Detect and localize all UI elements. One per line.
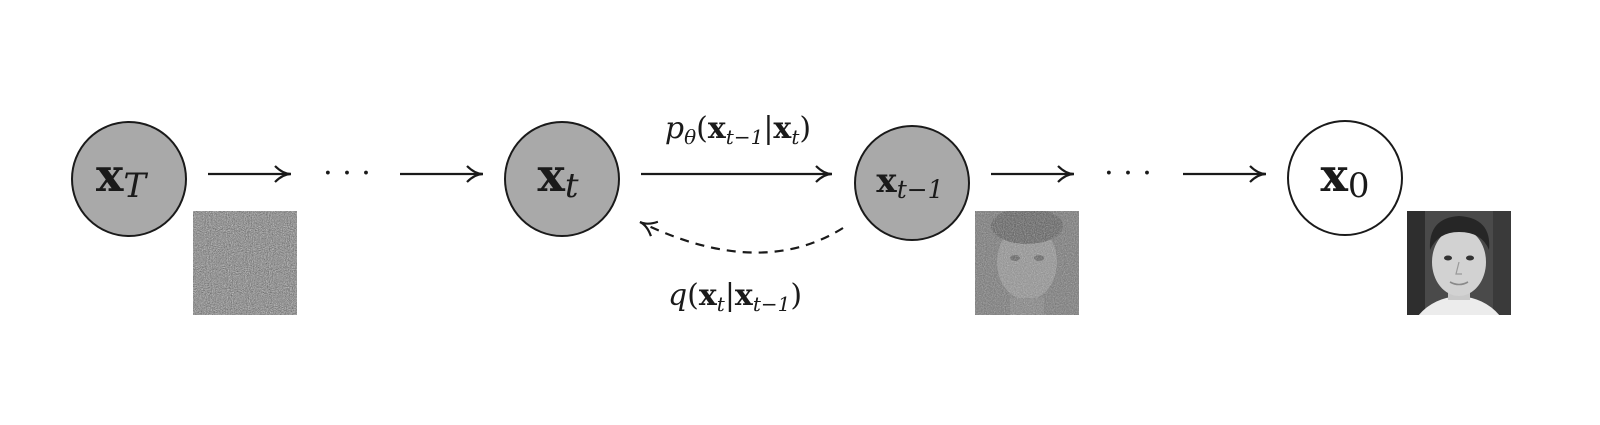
node-subscript: T [123,166,148,206]
svg-text:xt: xt [537,148,578,206]
node-xt: xt [504,121,620,237]
node-xT: xT [71,121,187,237]
node-var: x [537,148,565,202]
node-xtm1: xt−1 [854,125,970,241]
noise-image-xT [193,211,297,315]
ellipsis-left: · · · [323,156,371,191]
node-x0: x0 [1287,120,1403,236]
node-subscript: t−1 [897,175,944,204]
reverse-process-label: pθ(xt−1|xt) [665,111,811,149]
node-var: x [876,161,897,201]
noisy-face-xtm1 [975,211,1079,315]
forward-process-arrow [639,220,844,254]
svg-text:x0: x0 [1320,148,1369,206]
node-subscript: t [565,166,579,206]
svg-text:xt−1: xt−1 [876,161,943,204]
node-var: x [1320,148,1348,202]
ellipsis-right: · · · [1104,156,1152,191]
node-subscript: 0 [1348,166,1370,206]
svg-text:xT: xT [96,148,148,206]
forward-process-label: q(xt|xt−1) [668,278,802,316]
face-image-x0 [1407,211,1511,315]
node-var: x [96,148,124,202]
